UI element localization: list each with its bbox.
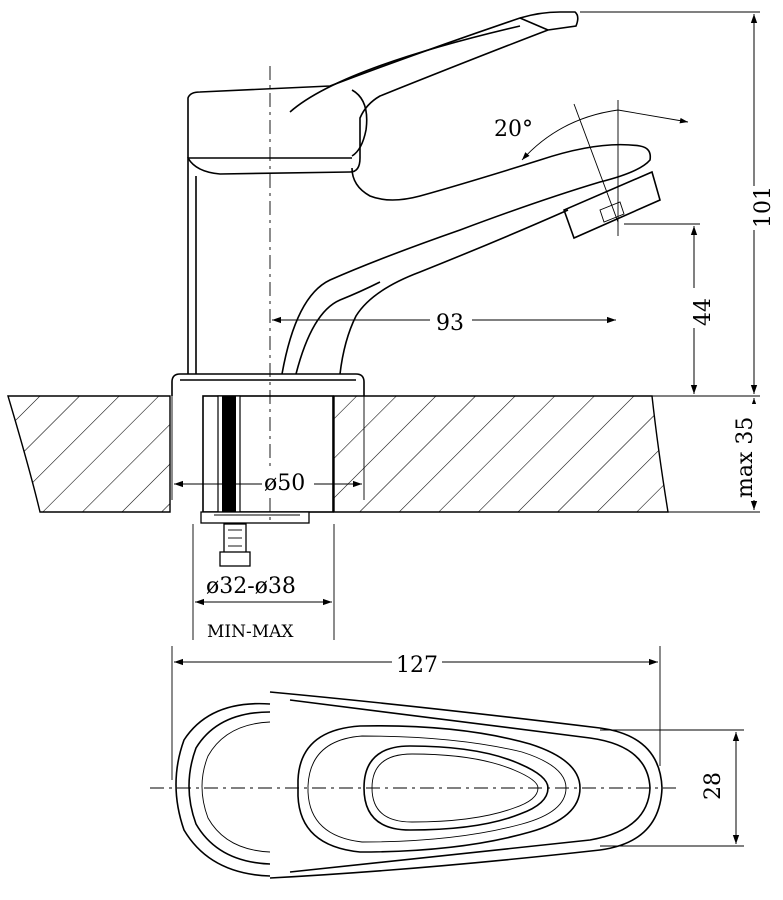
reach-dimension: 93 [272, 305, 616, 336]
length-dimension: 127 [171, 646, 661, 780]
base-diameter-dimension: ø50 [171, 396, 365, 500]
top-view: 127 28 [150, 646, 744, 879]
total-height-label: 101 [751, 186, 776, 228]
angle-label: 20° [494, 117, 533, 142]
height-dimension: 101 [580, 11, 776, 394]
top-length-label: 127 [396, 653, 438, 678]
hole-diameter-dimension: ø32-ø38 MIN-MAX [192, 524, 335, 642]
spout-height-label: 44 [691, 298, 716, 326]
reach-label: 93 [436, 311, 464, 336]
width-dimension: 28 [600, 729, 744, 847]
angle-dimension: 20° [494, 100, 689, 236]
base-flange [171, 373, 365, 396]
top-width-label: 28 [701, 772, 726, 800]
countertop-section [7, 395, 760, 513]
counter-max-label: max 35 [733, 417, 758, 498]
mounting-shank [200, 395, 334, 567]
spout-height-dimension: 44 [624, 223, 716, 394]
hole-range-label: ø32-ø38 [206, 574, 296, 599]
base-diameter-label: ø50 [264, 471, 305, 496]
hole-range-note: MIN-MAX [207, 622, 294, 642]
side-view: 20° 101 44 93 max 35 [7, 11, 776, 642]
counter-thickness-dimension: max 35 [733, 398, 768, 510]
